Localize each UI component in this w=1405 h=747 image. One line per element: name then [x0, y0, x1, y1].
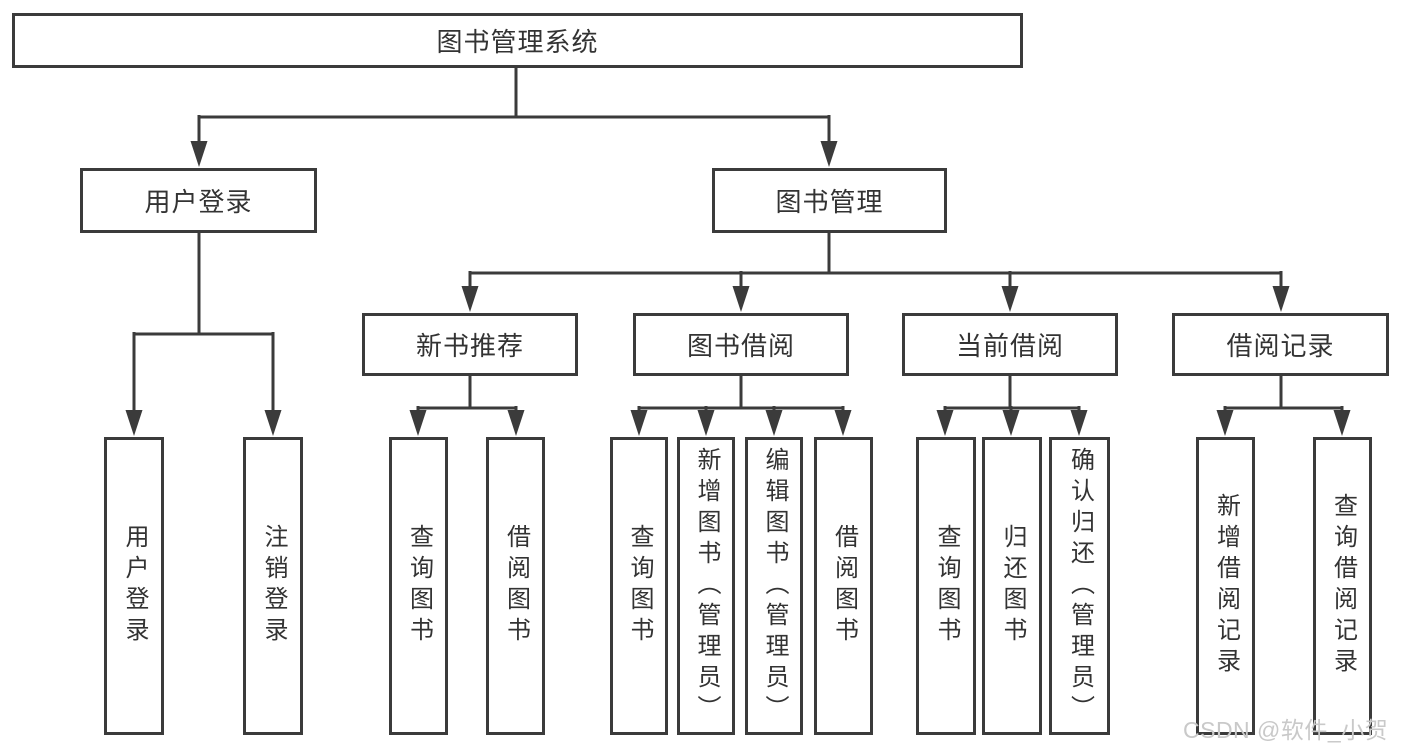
leaf-user-login-label: 用户登录	[121, 524, 148, 648]
node-root: 图书管理系统	[12, 13, 1023, 68]
node-user-login: 用户登录	[80, 168, 317, 233]
leaf-add-borrow-record-label: 新增借阅记录	[1212, 493, 1240, 679]
node-book-borrowing-label: 图书借阅	[686, 331, 795, 361]
node-user-login-label: 用户登录	[144, 187, 253, 217]
leaf-borrow-book-recommend-label: 借阅图书	[502, 524, 530, 648]
leaf-query-book-borrowing-label: 查询图书	[626, 524, 653, 648]
node-borrowing-records: 借阅记录	[1172, 313, 1389, 376]
leaf-query-book-recommend-label: 查询图书	[405, 524, 433, 648]
leaf-confirm-return-label: 确认归还（管理员）	[1066, 446, 1094, 726]
leaf-logout-label: 注销登录	[260, 524, 287, 648]
node-book-management-label: 图书管理	[775, 187, 884, 217]
leaf-query-book-current: 查询图书	[916, 437, 976, 735]
node-borrowing-records-label: 借阅记录	[1226, 331, 1335, 361]
node-root-label: 图书管理系统	[436, 27, 599, 57]
node-current-borrowing-label: 当前借阅	[955, 331, 1064, 361]
leaf-edit-book: 编辑图书（管理员）	[745, 437, 803, 735]
watermark: CSDN @软件_小贺同学	[1183, 717, 1389, 743]
leaf-add-borrow-record: 新增借阅记录	[1196, 437, 1255, 735]
node-new-book-recommend: 新书推荐	[362, 313, 578, 376]
leaf-logout: 注销登录	[243, 437, 303, 735]
leaf-borrow-book-borrowing: 借阅图书	[814, 437, 873, 735]
leaf-query-book-recommend: 查询图书	[389, 437, 448, 735]
leaf-query-book-borrowing: 查询图书	[610, 437, 668, 735]
leaf-add-book: 新增图书（管理员）	[677, 437, 735, 735]
leaf-borrow-book-borrowing-label: 借阅图书	[830, 524, 858, 648]
leaf-edit-book-label: 编辑图书（管理员）	[761, 446, 788, 726]
leaf-confirm-return: 确认归还（管理员）	[1049, 437, 1110, 735]
node-current-borrowing: 当前借阅	[902, 313, 1118, 376]
leaf-return-book: 归还图书	[982, 437, 1042, 735]
leaf-query-borrow-record-label: 查询借阅记录	[1329, 493, 1357, 679]
node-book-borrowing: 图书借阅	[633, 313, 849, 376]
leaf-add-book-label: 新增图书（管理员）	[693, 446, 720, 726]
node-book-management: 图书管理	[712, 168, 947, 233]
leaf-user-login: 用户登录	[104, 437, 164, 735]
leaf-query-borrow-record: 查询借阅记录	[1313, 437, 1372, 735]
leaf-query-book-current-label: 查询图书	[933, 524, 960, 648]
node-new-book-recommend-label: 新书推荐	[415, 331, 524, 361]
leaf-borrow-book-recommend: 借阅图书	[486, 437, 545, 735]
leaf-return-book-label: 归还图书	[999, 524, 1026, 648]
